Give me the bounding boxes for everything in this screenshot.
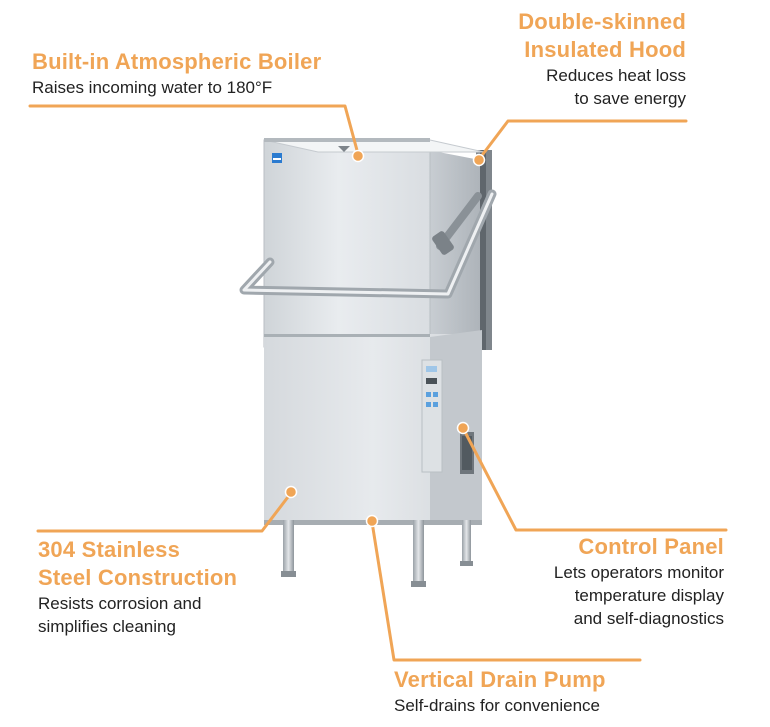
- dishwasher-machine: [239, 138, 497, 587]
- callout-pump-title: Vertical Drain Pump: [394, 667, 606, 692]
- callout-hood-desc-line-1: Reduces heat loss: [546, 66, 686, 85]
- anchor-dot-hood: [472, 153, 486, 167]
- callout-steel-title-line-2: Steel Construction: [38, 565, 238, 590]
- leg-back-right: [462, 520, 471, 564]
- leader-line-steel: [36, 491, 293, 533]
- hood: [263, 139, 431, 348]
- callout-control-desc-line-2: temperature display: [574, 586, 724, 605]
- anchor-dot-steel: [284, 485, 298, 499]
- anchor-dot-control: [456, 421, 470, 435]
- callout-pump-desc: Self-drains for convenience: [394, 696, 601, 715]
- callout-boiler-title: Built-in Atmospheric Boiler: [32, 49, 322, 74]
- callout-steel-title-line-1: 304 Stainless: [38, 537, 181, 562]
- leader-line-control: [462, 428, 728, 532]
- callout-steel-title: 304 Stainless Steel Construction: [38, 536, 237, 592]
- anchor-dot-boiler: [351, 149, 365, 163]
- anchor-dot-pump: [365, 514, 379, 528]
- callout-boiler-desc: Raises incoming water to 180°F: [32, 78, 273, 97]
- callout-control-desc: Lets operators monitor temperature displ…: [554, 561, 724, 630]
- leader-line-pump: [370, 520, 642, 662]
- callout-steel-desc-line-1: Resists corrosion and: [38, 594, 202, 613]
- callout-steel: 304 Stainless Steel Construction Resists…: [38, 536, 237, 638]
- callout-hood-desc: Reduces heat loss to save energy: [518, 64, 686, 110]
- callout-hood-title-line-2: Insulated Hood: [524, 37, 686, 62]
- callout-hood-desc-line-2: to save energy: [574, 89, 686, 108]
- callout-steel-desc-line-2: simplifies cleaning: [38, 617, 176, 636]
- leader-line-boiler: [28, 104, 360, 156]
- leader-lines: [28, 104, 728, 662]
- anchor-dots: [284, 149, 486, 528]
- callout-control: Control Panel Lets operators monitor tem…: [554, 533, 724, 630]
- leg-front-right: [413, 520, 424, 584]
- control-panel: [421, 359, 443, 473]
- callout-steel-desc: Resists corrosion and simplifies cleanin…: [38, 592, 237, 638]
- callout-pump: Vertical Drain Pump Self-drains for conv…: [394, 666, 606, 717]
- callout-hood: Double-skinned Insulated Hood Reduces he…: [518, 8, 686, 110]
- callout-control-desc-line-3: and self-diagnostics: [573, 609, 724, 628]
- leader-line-hood: [478, 119, 688, 160]
- callout-hood-title-line-1: Double-skinned: [518, 9, 686, 34]
- callout-hood-title: Double-skinned Insulated Hood: [518, 8, 686, 64]
- callout-boiler: Built-in Atmospheric Boiler Raises incom…: [32, 48, 321, 99]
- callout-control-title: Control Panel: [578, 534, 724, 559]
- leg-front-left: [283, 520, 294, 574]
- callout-control-desc-line-1: Lets operators monitor: [553, 563, 724, 582]
